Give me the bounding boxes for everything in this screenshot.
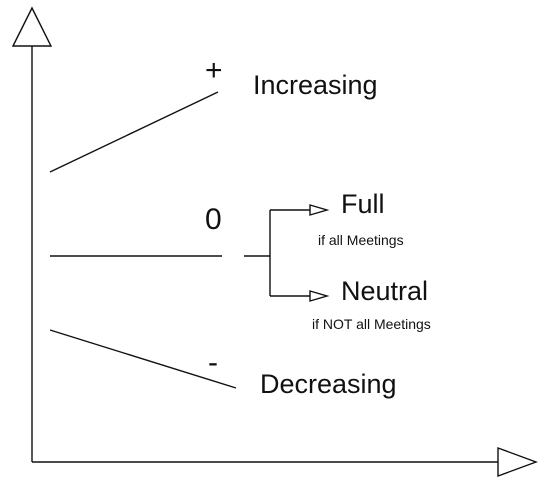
- increasing-label: Increasing: [253, 70, 378, 100]
- neutral-condition: if NOT all Meetings: [312, 316, 431, 332]
- increasing-line: [49, 91, 219, 173]
- decreasing-line: [49, 329, 237, 389]
- minus-sign: -: [208, 346, 218, 379]
- plus-sign: +: [205, 54, 223, 87]
- y-axis-arrowhead: [11, 6, 53, 47]
- decreasing-label: Decreasing: [260, 369, 397, 399]
- arrow-to-full-head: [309, 204, 330, 216]
- full-condition: if all Meetings: [318, 232, 404, 248]
- arrow-to-neutral-head: [309, 290, 330, 302]
- full-label: Full: [341, 189, 385, 219]
- zero-sign: 0: [205, 203, 222, 236]
- neutral-label: Neutral: [341, 276, 429, 306]
- x-axis-arrowhead: [497, 446, 539, 478]
